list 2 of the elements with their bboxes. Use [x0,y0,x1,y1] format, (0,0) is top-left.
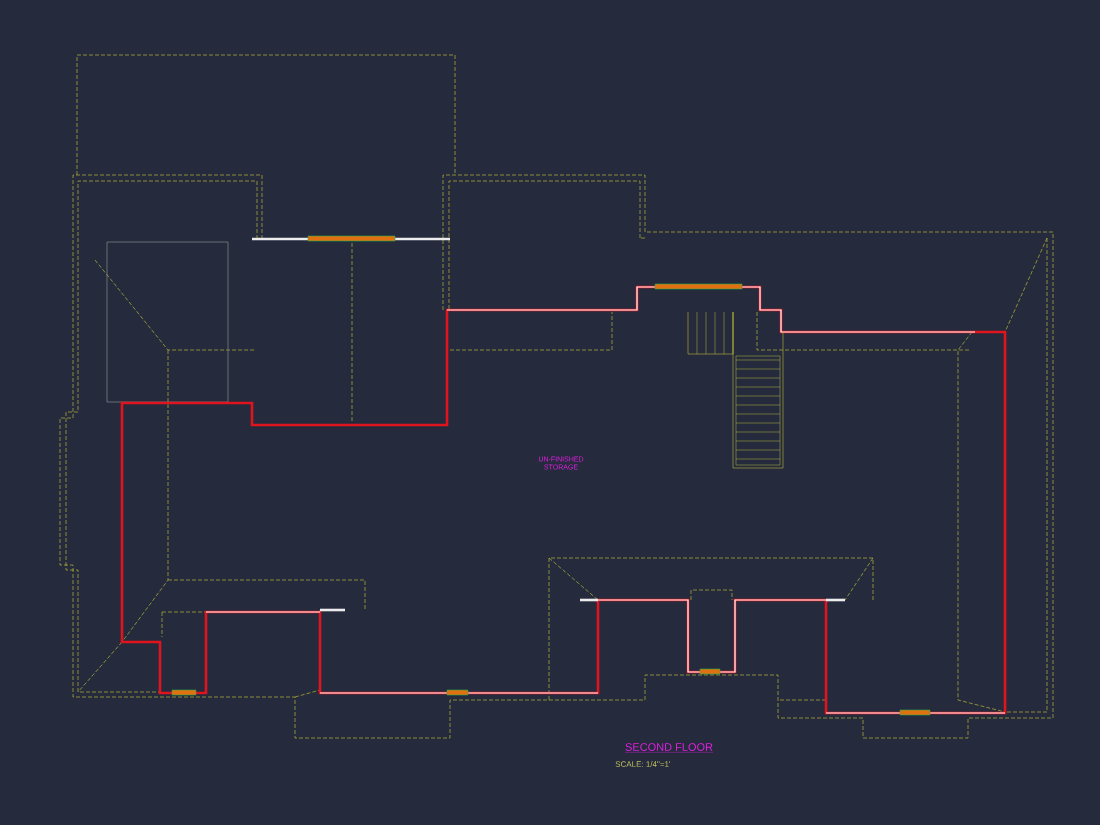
scale-note: SCALE: 1/4"=1' [615,761,671,767]
drawing-title: SECOND FLOOR [624,743,714,753]
